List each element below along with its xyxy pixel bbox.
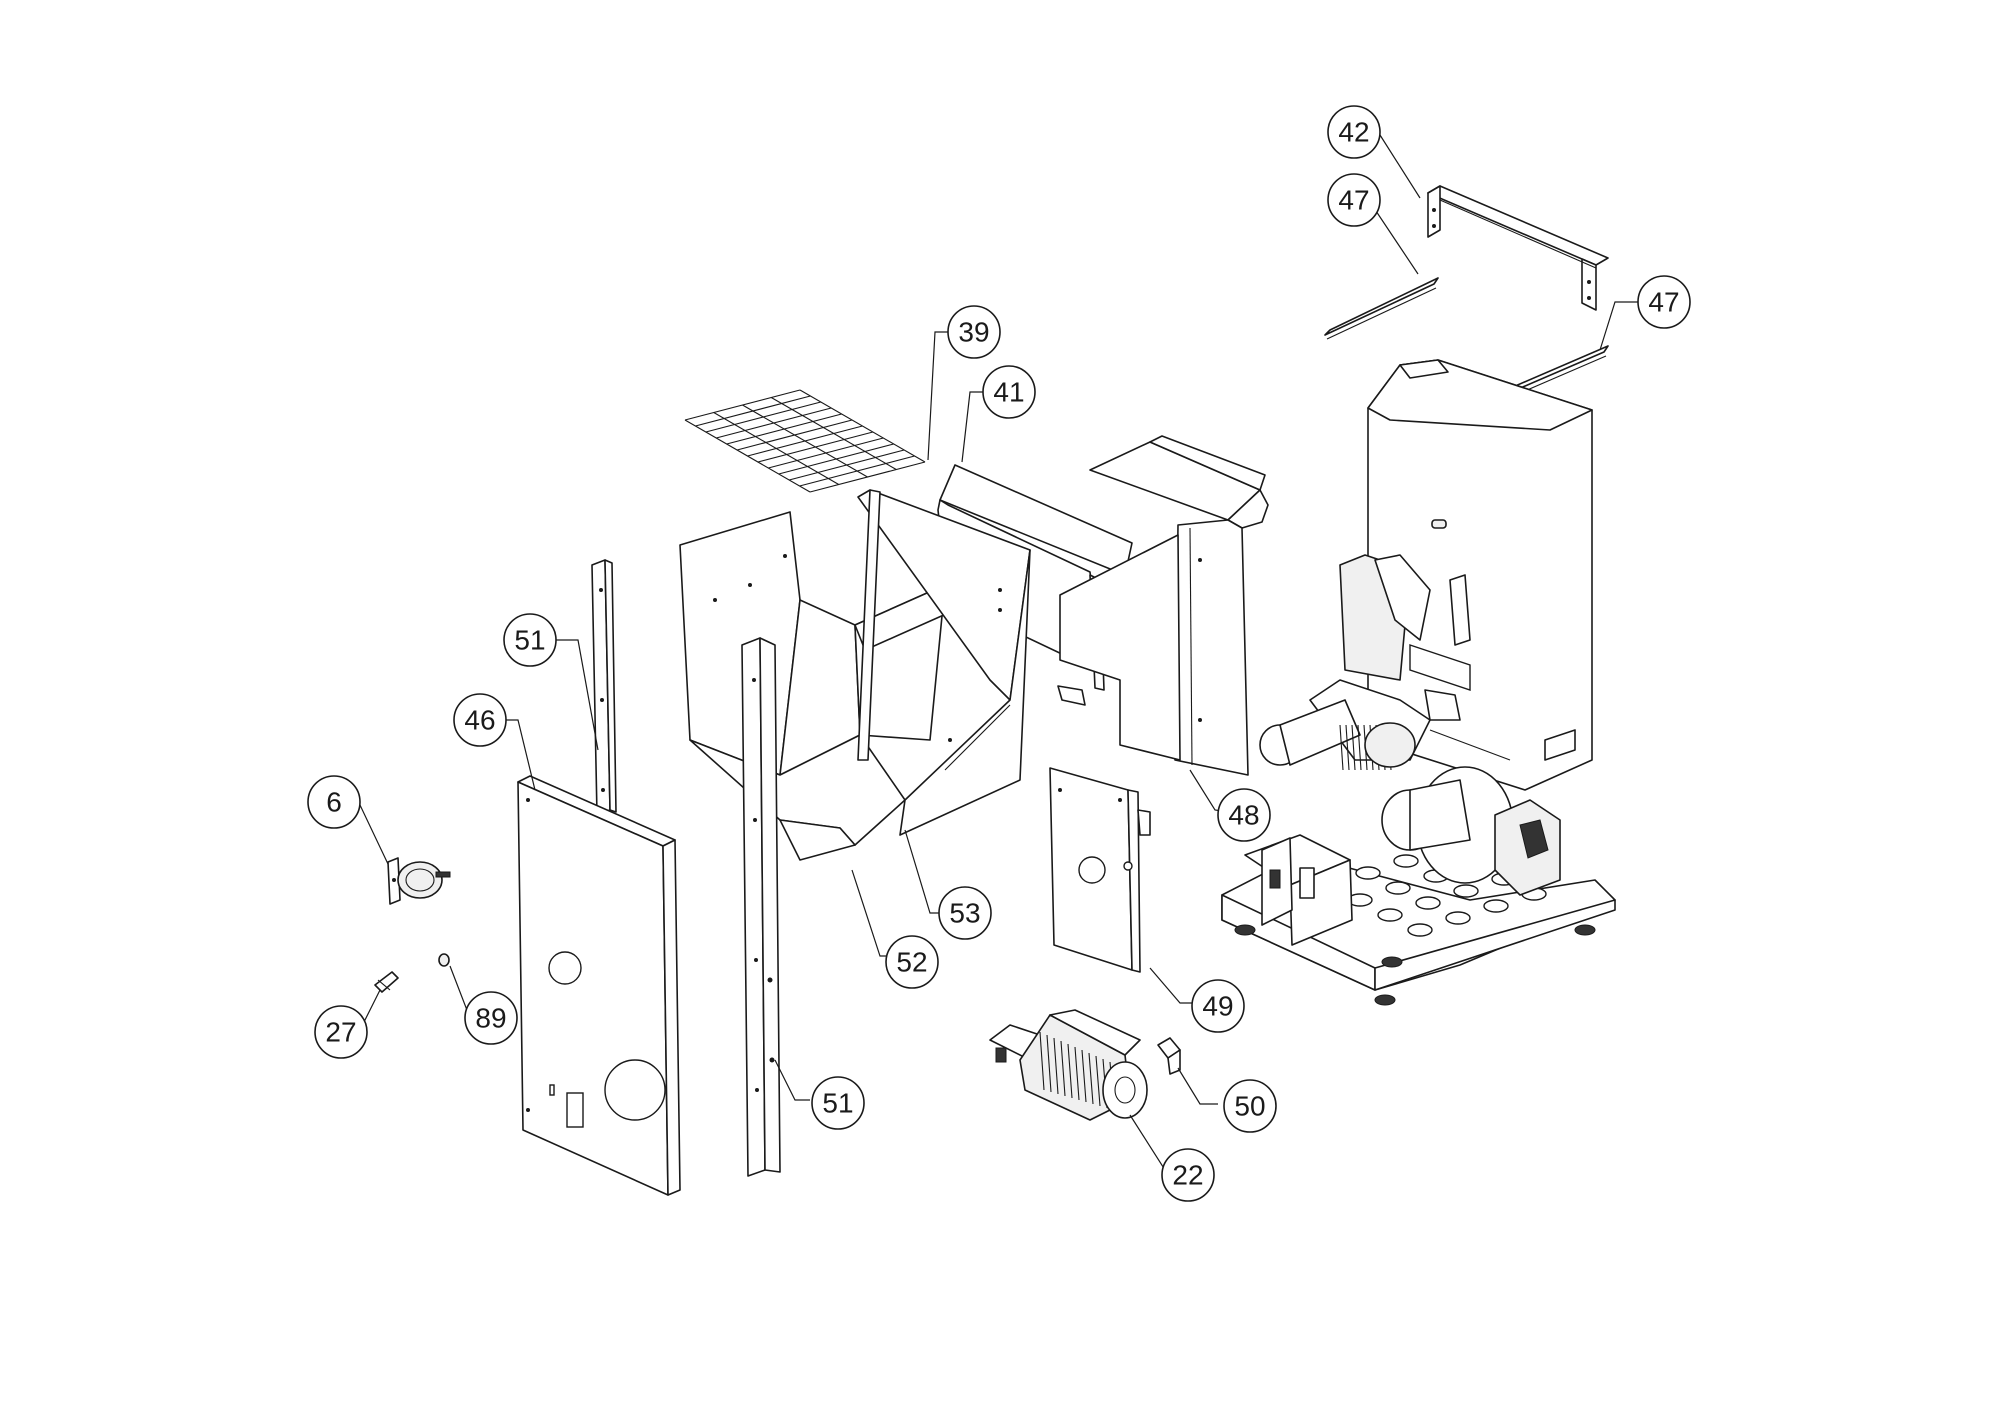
callout-27-label: 27 <box>325 1017 356 1048</box>
callout-48: 48 <box>1217 788 1271 842</box>
part-46-front-panel <box>517 775 681 1196</box>
part-53-hopper-inner <box>857 489 1031 836</box>
part-51-rail-left <box>591 559 617 816</box>
part-27-fitting <box>374 971 399 993</box>
callout-49: 49 <box>1191 979 1245 1033</box>
callout-39: 39 <box>947 305 1001 359</box>
callout-41-label: 41 <box>993 377 1024 408</box>
callout-46-label: 46 <box>464 705 495 736</box>
callout-49-label: 49 <box>1202 991 1233 1022</box>
part-22-blower-fan <box>989 1009 1148 1121</box>
part-50-plate <box>1157 1037 1181 1075</box>
callout-47-lower: 47 <box>1637 275 1691 329</box>
callout-51-middle-label: 51 <box>822 1088 853 1119</box>
part-42-top-bracket <box>1427 185 1609 311</box>
callout-53: 53 <box>938 886 992 940</box>
callout-47-upper-label: 47 <box>1338 185 1369 216</box>
callout-22-label: 22 <box>1172 1160 1203 1191</box>
callout-50-label: 50 <box>1234 1091 1265 1122</box>
callout-89-label: 89 <box>475 1003 506 1034</box>
part-51-rail-middle <box>741 637 781 1177</box>
part-39-grate <box>684 389 926 493</box>
main-stove-body <box>1259 359 1593 791</box>
callout-39-label: 39 <box>958 317 989 348</box>
callout-51-middle: 51 <box>811 1076 865 1130</box>
part-48-rear-hood <box>1059 435 1269 776</box>
callout-89: 89 <box>464 991 518 1045</box>
callout-41: 41 <box>982 365 1036 419</box>
callout-6-label: 6 <box>326 787 342 818</box>
callout-27: 27 <box>314 1005 368 1059</box>
callout-47-upper: 47 <box>1327 173 1381 227</box>
callout-52-label: 52 <box>896 947 927 978</box>
part-47-bar-upper <box>1324 277 1439 340</box>
part-89-grommet <box>438 953 450 967</box>
callout-50: 50 <box>1223 1079 1277 1133</box>
part-49-side-panel <box>1049 767 1151 973</box>
callout-52: 52 <box>885 935 939 989</box>
callout-53-label: 53 <box>949 898 980 929</box>
part-6-pressure-switch <box>387 857 451 905</box>
callout-42: 42 <box>1327 105 1381 159</box>
callout-51-left-label: 51 <box>514 625 545 656</box>
callout-42-label: 42 <box>1338 117 1369 148</box>
callout-51-left: 51 <box>503 613 557 667</box>
callout-22: 22 <box>1161 1148 1215 1202</box>
callout-47-lower-label: 47 <box>1648 287 1679 318</box>
callout-48-label: 48 <box>1228 800 1259 831</box>
callout-6: 6 <box>307 775 361 829</box>
main-base-frame <box>1221 766 1616 1006</box>
callout-46: 46 <box>453 693 507 747</box>
